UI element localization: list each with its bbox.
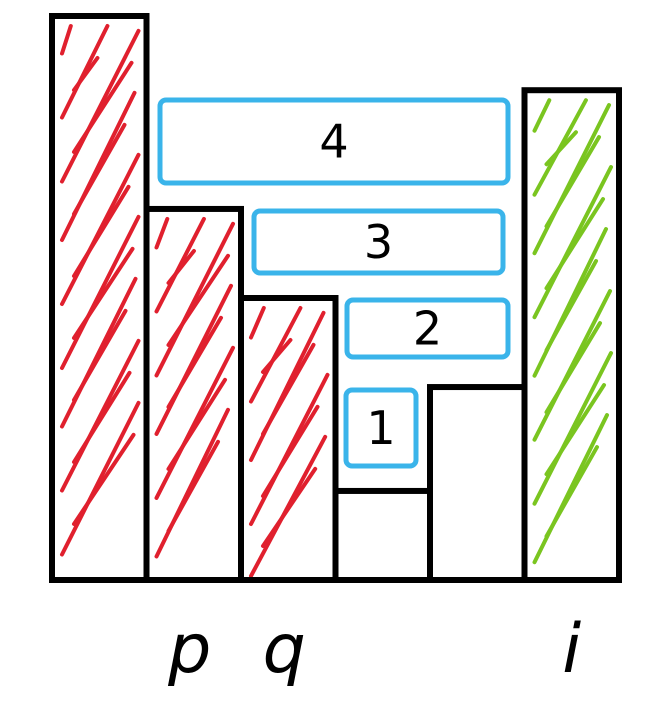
hatch-stroke — [166, 439, 220, 533]
index-label-p: p — [167, 610, 211, 689]
water-layer-label: 2 — [413, 302, 442, 356]
hatch-stroke — [154, 345, 235, 500]
water-layer-4: 4 — [157, 97, 511, 186]
bar-layer — [49, 13, 622, 584]
hatch-stroke — [532, 165, 613, 320]
hatch-stroke — [60, 28, 141, 184]
hatch-stroke — [166, 248, 196, 285]
water-layer-label: 4 — [319, 115, 348, 169]
hatch-bar-3 — [249, 306, 330, 578]
hatch-stroke — [60, 214, 141, 370]
hatch-stroke — [544, 197, 605, 291]
bar-6 — [521, 87, 622, 583]
hatch-stroke — [166, 377, 227, 471]
index-label-i: i — [562, 610, 581, 689]
hatch-stroke — [72, 60, 134, 154]
hatch-bar-2 — [154, 216, 235, 559]
hatch-stroke — [544, 321, 602, 415]
hatch-stroke — [544, 135, 601, 229]
hatch-stroke — [544, 445, 599, 539]
hatch-layer — [60, 24, 613, 578]
hatch-stroke — [154, 283, 233, 436]
water-layer-rect — [251, 208, 506, 276]
water-layer-label: 1 — [366, 401, 395, 455]
hatch-stroke — [166, 253, 230, 347]
water-layer-1: 1 — [343, 387, 419, 469]
hatch-stroke — [261, 404, 320, 498]
hatch-stroke — [544, 383, 606, 477]
bar-2 — [143, 205, 244, 584]
hatch-stroke — [154, 221, 235, 378]
hatch-stroke — [544, 259, 598, 353]
index-label-q: q — [263, 610, 306, 689]
hatch-stroke — [532, 103, 611, 256]
hatch-stroke — [72, 370, 132, 464]
hatch-stroke — [532, 289, 612, 442]
hatch-stroke — [60, 400, 141, 557]
hatch-stroke — [154, 216, 170, 250]
hatch-stroke — [261, 466, 318, 548]
hatch-stroke — [249, 306, 266, 340]
hatch-stroke — [532, 351, 613, 506]
bar-5 — [427, 384, 528, 584]
water-layer-rect — [344, 297, 511, 360]
hatch-stroke — [72, 184, 131, 278]
hatch-stroke — [544, 130, 578, 167]
hatch-stroke — [72, 246, 135, 340]
hatch-stroke — [60, 24, 73, 56]
bar-4 — [332, 487, 433, 583]
hatch-stroke — [72, 122, 127, 216]
hatch-stroke — [72, 432, 136, 526]
water-layer-rect — [343, 387, 419, 469]
water-layer-3: 3 — [251, 208, 506, 276]
hatch-stroke — [72, 308, 128, 402]
hatch-stroke — [60, 24, 110, 120]
water-layer-label: 3 — [364, 215, 393, 269]
hatch-bar-1 — [60, 24, 141, 557]
water-layer-2: 2 — [344, 297, 511, 360]
hatch-stroke — [60, 338, 141, 493]
hatch-stroke — [72, 56, 100, 92]
water-layer-rect — [157, 97, 511, 186]
hatch-stroke — [261, 338, 293, 374]
hatch-bar-6 — [532, 98, 613, 565]
hatch-stroke — [261, 342, 316, 436]
hatch-stroke — [532, 98, 552, 133]
bar-3 — [238, 295, 339, 583]
hatch-stroke — [166, 315, 223, 409]
